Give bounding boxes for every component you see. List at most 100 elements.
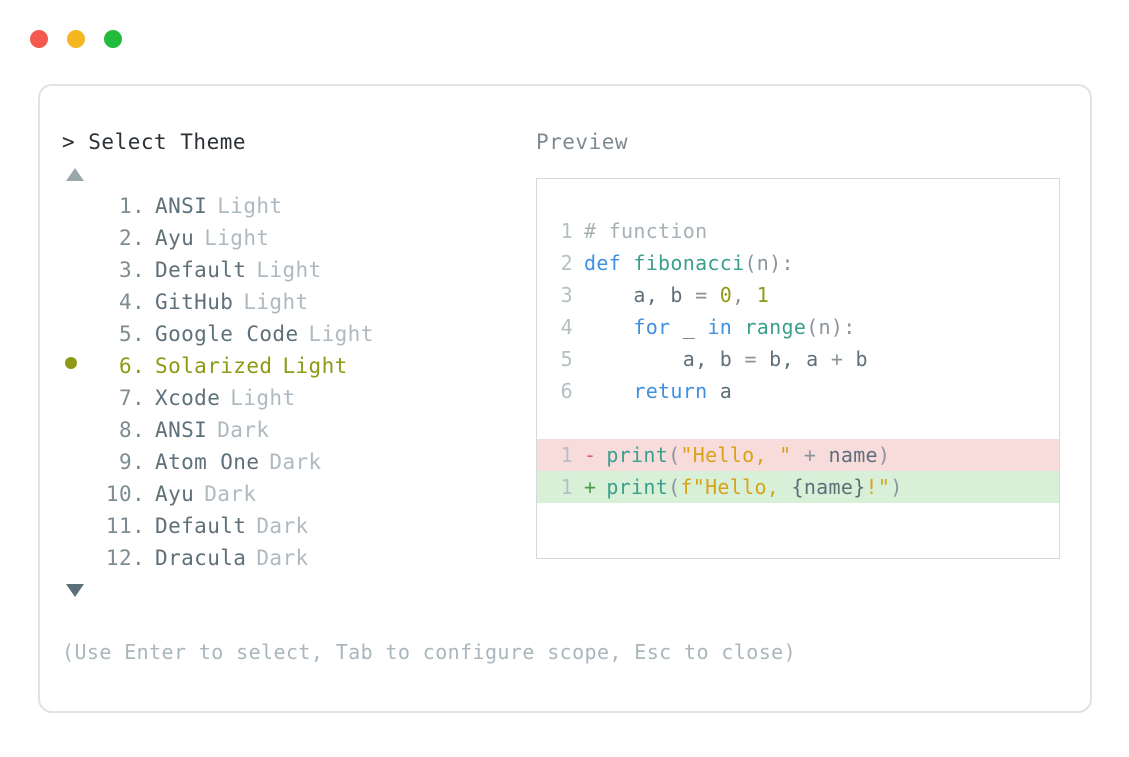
code-token: (n):	[744, 251, 794, 275]
theme-index: 8	[118, 418, 132, 442]
theme-name: Solarized	[155, 354, 273, 378]
close-window-button[interactable]	[30, 30, 48, 48]
line-number: 1	[560, 219, 573, 243]
code-token: print	[606, 475, 669, 499]
theme-list-item[interactable]: 7. Xcode Light	[62, 382, 532, 414]
theme-variant: Dark	[256, 514, 309, 538]
theme-variant: Light	[282, 354, 348, 378]
minimize-window-button[interactable]	[67, 30, 85, 48]
diff-line-plus: 1+print(f"Hello, {name}!")	[537, 471, 1059, 503]
theme-index: 2	[118, 226, 132, 250]
picker-prompt: > Select Theme	[62, 130, 247, 154]
code-token: ,	[732, 283, 757, 307]
diff-sign: +	[584, 475, 597, 499]
code-token: a, b	[584, 283, 696, 307]
theme-index-separator: .	[132, 482, 146, 506]
line-number: 6	[560, 379, 573, 403]
theme-index-separator: .	[132, 194, 146, 218]
code-token: fibonacci	[633, 251, 745, 275]
code-token: (	[668, 475, 681, 499]
theme-index: 6	[118, 354, 132, 378]
theme-index-separator: .	[132, 290, 146, 314]
code-token: +	[830, 347, 856, 371]
line-number: 4	[560, 315, 573, 339]
code-token: (n):	[806, 315, 856, 339]
code-line-text: a, b = b, a + b	[584, 343, 868, 375]
code-token: =	[744, 347, 770, 371]
theme-list-item[interactable]: 11. Default Dark	[62, 510, 532, 542]
code-line: 1# function	[537, 215, 1059, 247]
theme-list-item[interactable]: 10. Ayu Dark	[62, 478, 532, 510]
theme-index: 4	[118, 290, 132, 314]
theme-variant: Dark	[269, 450, 322, 474]
code-token: return	[633, 379, 720, 403]
theme-name: Ayu	[155, 482, 195, 506]
diff-sample: 1-print("Hello, " + name)1+print(f"Hello…	[537, 439, 1059, 503]
code-token: 0	[719, 283, 733, 307]
code-token: a, b	[584, 347, 745, 371]
theme-index-separator: .	[132, 514, 146, 538]
code-line: 5 a, b = b, a + b	[537, 343, 1059, 375]
theme-index-separator: .	[132, 386, 146, 410]
theme-variant: Dark	[204, 482, 257, 506]
diff-sign: -	[584, 443, 597, 467]
diff-line-number: 1	[560, 475, 573, 499]
code-token: )	[890, 475, 903, 499]
preview-label: Preview	[536, 130, 629, 154]
code-token: for	[633, 315, 683, 339]
theme-variant: Light	[230, 386, 296, 410]
selected-bullet-icon	[65, 357, 77, 369]
theme-name: Default	[155, 514, 247, 538]
theme-index: 1	[118, 194, 132, 218]
theme-list-item[interactable]: 3. Default Light	[62, 254, 532, 286]
theme-index: 11	[105, 514, 132, 538]
code-token: _	[682, 315, 708, 339]
code-line-text: def fibonacci(n):	[584, 247, 794, 279]
code-token: in	[707, 315, 745, 339]
code-line: 6 return a	[537, 375, 1059, 407]
code-token: 1	[756, 283, 770, 307]
theme-variant: Dark	[256, 546, 309, 570]
theme-index: 3	[118, 258, 132, 282]
code-line-text: a, b = 0, 1	[584, 279, 769, 311]
code-token: =	[695, 283, 720, 307]
theme-index-separator: .	[132, 226, 146, 250]
code-token	[584, 379, 633, 403]
scroll-down-icon[interactable]	[66, 584, 84, 597]
theme-variant: Light	[256, 258, 322, 282]
theme-index: 7	[118, 386, 132, 410]
theme-index-separator: .	[132, 450, 146, 474]
code-token: a	[719, 379, 733, 403]
theme-index-separator: .	[132, 258, 146, 282]
theme-name: Default	[155, 258, 247, 282]
window-controls	[30, 30, 122, 48]
code-token: def	[584, 251, 634, 275]
theme-name: Xcode	[155, 386, 221, 410]
theme-index: 10	[105, 482, 132, 506]
code-token: f"Hello,	[680, 475, 792, 499]
code-token: b, a	[769, 347, 831, 371]
line-number: 3	[560, 283, 573, 307]
theme-index-separator: .	[132, 546, 146, 570]
theme-name: ANSI	[155, 194, 208, 218]
theme-name: GitHub	[155, 290, 234, 314]
diff-line-text: print("Hello, " + name)	[606, 439, 890, 471]
scroll-up-icon[interactable]	[66, 168, 84, 181]
code-token: "Hello, "	[680, 443, 792, 467]
zoom-window-button[interactable]	[104, 30, 122, 48]
code-token: !"	[865, 475, 891, 499]
